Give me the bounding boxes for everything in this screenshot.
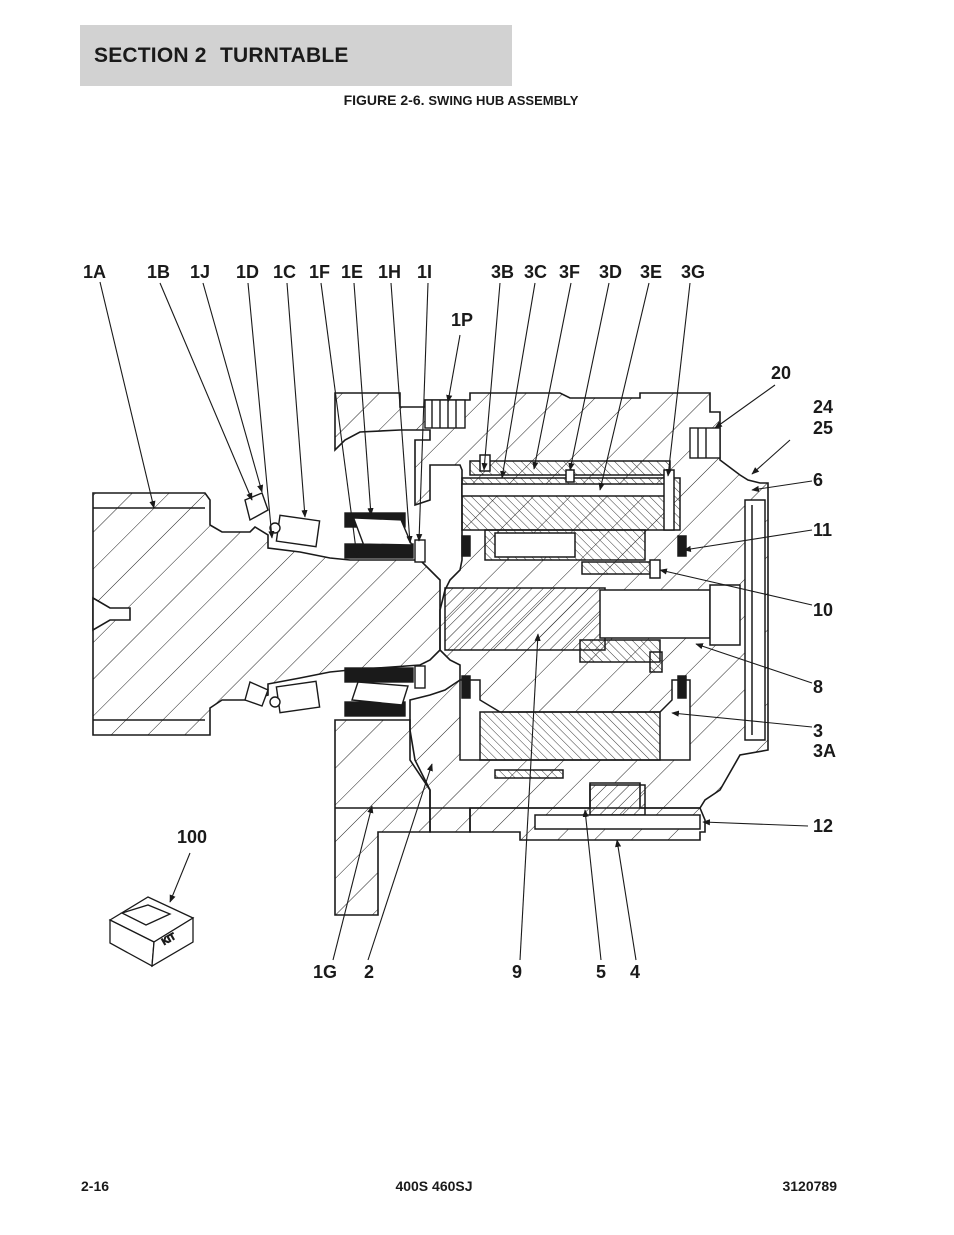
document-number: 3120789 (782, 1178, 837, 1194)
callout-6: 6 (813, 470, 823, 490)
section-header: SECTION 2 TURNTABLE (80, 25, 512, 86)
leader-lines (99, 281, 813, 961)
callout-labels: 1A 1B 1J 1D 1C 1F 1E 1H 1I 3B 3C 3F 3D 3… (83, 262, 836, 982)
page-number: 2-16 (81, 1178, 110, 1194)
section-label: SECTION 2 (94, 44, 207, 67)
callout-1B: 1B (147, 262, 170, 282)
callout-4: 4 (630, 962, 640, 982)
callout-20: 20 (771, 363, 791, 383)
callout-3: 3 (813, 721, 823, 741)
model-numbers: 400S 460SJ (395, 1178, 473, 1194)
callout-2: 2 (364, 962, 374, 982)
callout-1D: 1D (236, 262, 259, 282)
cover-plate (744, 499, 766, 741)
callout-1H: 1H (378, 262, 401, 282)
bearing-upper (275, 512, 426, 563)
callout-5: 5 (596, 962, 606, 982)
callout-3F: 3F (559, 262, 580, 282)
figure-number: FIGURE 2-6. (343, 92, 425, 108)
callout-1I: 1I (417, 262, 432, 282)
callout-1F: 1F (309, 262, 330, 282)
callout-8: 8 (813, 677, 823, 697)
callout-1J: 1J (190, 262, 210, 282)
callout-12: 12 (813, 816, 833, 836)
callout-1G: 1G (313, 962, 337, 982)
callout-3G: 3G (681, 262, 705, 282)
callout-3E: 3E (640, 262, 662, 282)
section-title: TURNTABLE (220, 44, 349, 67)
callout-10: 10 (813, 600, 833, 620)
callout-1A: 1A (83, 262, 106, 282)
callout-100: 100 (177, 827, 207, 847)
callout-1E: 1E (341, 262, 363, 282)
callout-11: 11 (813, 520, 832, 540)
callout-3D: 3D (599, 262, 622, 282)
output-shaft (92, 492, 441, 736)
callout-3C: 3C (524, 262, 547, 282)
callout-24: 24 (813, 397, 833, 417)
callout-3A: 3A (813, 741, 836, 761)
callout-3B: 3B (491, 262, 514, 282)
kit-box-icon: KIT (108, 896, 195, 968)
plug-fitting (424, 399, 721, 459)
callout-1P: 1P (451, 310, 473, 330)
planet-gear-lower (459, 675, 701, 830)
callout-1C: 1C (273, 262, 296, 282)
figure-caption: FIGURE 2-6. SWING HUB ASSEMBLY (0, 92, 922, 108)
planet-gear-upper (461, 454, 687, 561)
callout-25: 25 (813, 418, 833, 438)
sun-gear (444, 559, 741, 673)
bearing-lower (275, 665, 426, 717)
figure-title: SWING HUB ASSEMBLY (428, 93, 579, 108)
callout-9: 9 (512, 962, 522, 982)
